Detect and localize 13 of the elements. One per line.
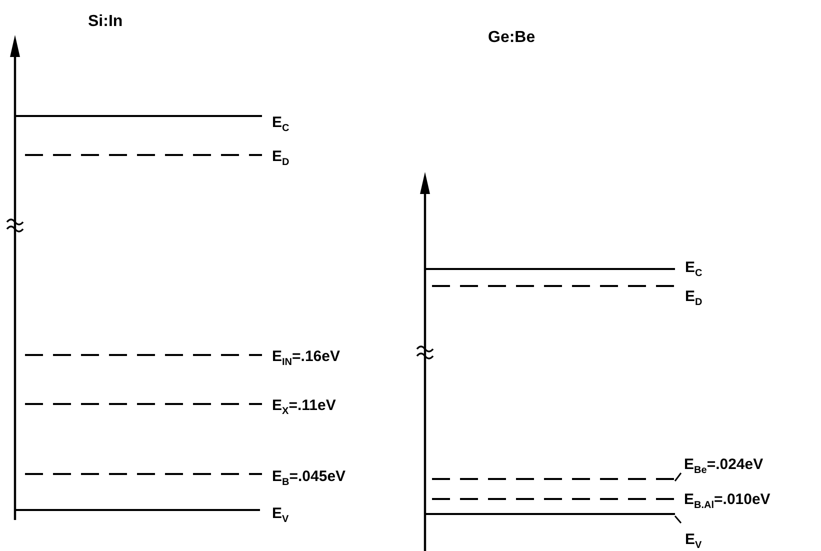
energy-level-label: E$_{X}$=.11eV: [272, 397, 336, 419]
energy-level-label: E$_{C}$: [272, 114, 290, 136]
energy-level-label: E$_{Be}$=.024eV: [684, 456, 764, 478]
energy-level-label: E$_{D}$: [685, 288, 702, 310]
energy-level-label: E$_{C}$: [685, 259, 702, 281]
panel-title: Si:In: [88, 13, 123, 31]
panel-title: Ge:Be: [488, 29, 536, 47]
energy-level-label: E$_{B.Al}$=.010eV: [684, 491, 770, 513]
energy-level-label: E$_{IN}$=.16eV: [272, 348, 340, 370]
energy-level-label: E$_{V}$: [685, 531, 702, 551]
energy-level-label: E$_{B}$=.045eV: [272, 468, 346, 490]
energy-level-label: E$_{V}$: [272, 505, 289, 527]
energy-level-label: E$_{D}$: [272, 148, 290, 170]
